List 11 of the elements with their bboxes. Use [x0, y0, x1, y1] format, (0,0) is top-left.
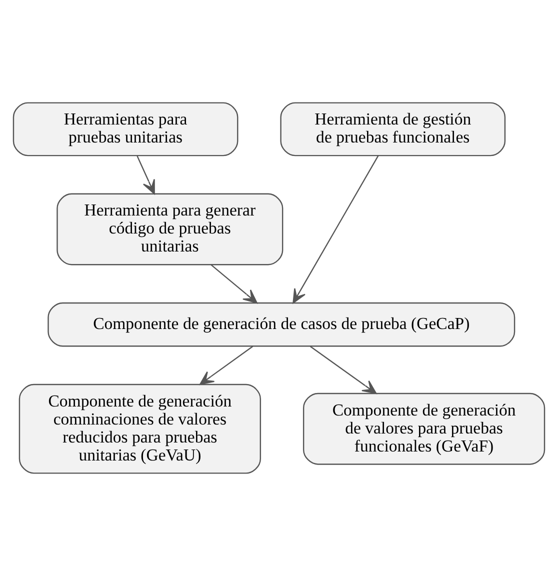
- arrow: [136, 156, 155, 194]
- node-box: Componente de generación de casos de prueba (GeCaP): [48, 302, 516, 347]
- node-box: Componente de generación de valores para pruebas funcionales (GeVaF): [302, 392, 546, 465]
- arrow: [199, 346, 254, 385]
- node-box: Herramienta para generar código de pruebas unitarias: [56, 193, 284, 266]
- node-box: Componente de generación comninaciones de valores reducidos para pruebas unitarias (GeVaU): [18, 384, 262, 474]
- arrow: [292, 155, 379, 304]
- node-box: Herramientas para pruebas unitarias: [12, 102, 238, 156]
- node-box: Herramienta de gestión de pruebas funcionales: [280, 102, 506, 156]
- arrow: [310, 346, 377, 394]
- arrow: [210, 264, 258, 304]
